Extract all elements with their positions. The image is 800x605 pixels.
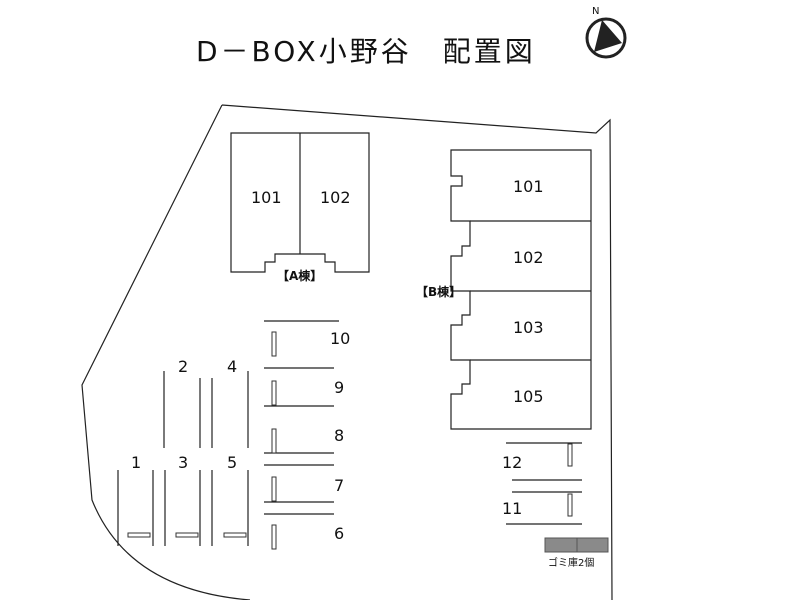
building-b-room-2: 102 [513, 248, 544, 267]
building-b-room-3: 103 [513, 318, 544, 337]
parking-11-label: 11 [502, 499, 522, 518]
parking-5-label: 5 [227, 453, 237, 472]
north-label: N [592, 6, 599, 17]
building-a-room-1: 101 [251, 188, 282, 207]
parking-9-label: 9 [334, 378, 344, 397]
garbage-label: ゴミ庫2個 [548, 556, 594, 569]
parking-8-label: 8 [334, 426, 344, 445]
parking-middle: 10 9 8 7 6 [264, 320, 350, 550]
north-arrow-icon: N [585, 6, 627, 59]
building-a: 101 102 【A棟】 [230, 132, 370, 283]
building-b-room-4: 105 [513, 387, 544, 406]
parking-1-label: 1 [131, 453, 141, 472]
parking-3-label: 3 [178, 453, 188, 472]
building-a-label: 【A棟】 [277, 268, 322, 283]
parking-right: 12 11 [502, 442, 582, 525]
building-b: 101 102 103 105 【B棟】 [416, 149, 592, 430]
building-a-room-2: 102 [320, 188, 351, 207]
parking-12-label: 12 [502, 453, 522, 472]
page-title: D－BOX小野谷 配置図 [196, 35, 536, 68]
parking-6-label: 6 [334, 524, 344, 543]
building-b-label: 【B棟】 [416, 284, 461, 299]
building-b-room-1: 101 [513, 177, 544, 196]
garbage-storage: ゴミ庫2個 [544, 537, 609, 569]
parking-4-label: 4 [227, 357, 237, 376]
parking-2-label: 2 [178, 357, 188, 376]
site-boundary [81, 104, 613, 601]
parking-left: 1 2 3 4 5 [117, 357, 249, 546]
parking-7-label: 7 [334, 476, 344, 495]
parking-10-label: 10 [330, 329, 350, 348]
